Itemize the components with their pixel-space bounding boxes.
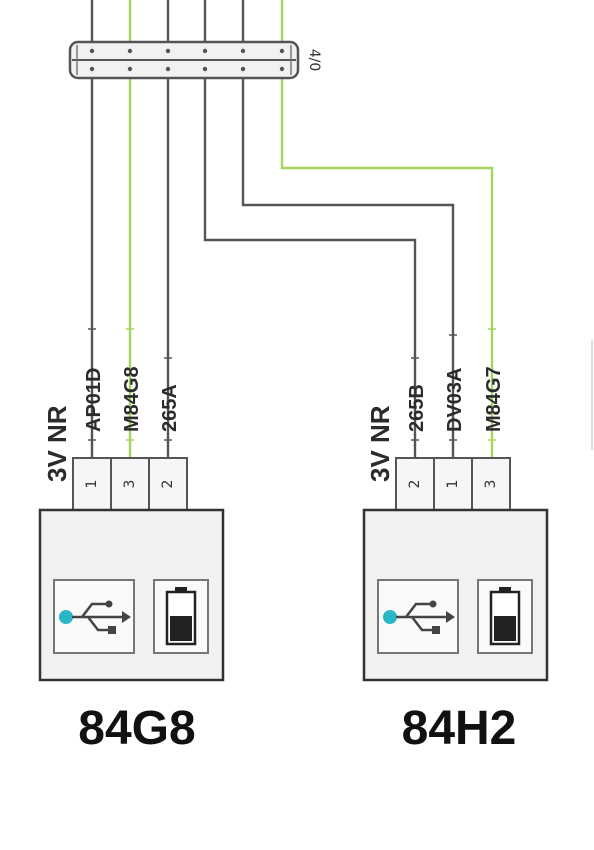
- supply-label: 3V NR: [42, 405, 72, 482]
- wire-label-m84g7: M84G7: [483, 366, 505, 432]
- module-label: 84H2: [402, 702, 517, 755]
- pin-number: 2: [407, 480, 423, 489]
- usb-icon: [377, 579, 459, 654]
- pin-number: 3: [483, 480, 499, 489]
- supply-label: 3V NR: [365, 405, 395, 482]
- module-84h2: 3V NR 265B DV03A M84G7 2 1 3: [362, 328, 549, 755]
- wire-dv03a: [241, 0, 455, 460]
- pin-number: 3: [122, 480, 138, 489]
- wire-m84g7: [280, 0, 494, 460]
- battery-icon: [477, 579, 533, 654]
- wire-label-265a: 265A: [159, 384, 181, 432]
- module-label: 84G8: [78, 702, 195, 755]
- wire-label-ap01d: AP01D: [83, 368, 105, 432]
- module-84g8: 3V NR AP01D M84G8 265A 1 3 2: [38, 328, 225, 755]
- wire-label-m84g8: M84G8: [121, 366, 143, 432]
- wire-label-265b: 265B: [406, 384, 428, 432]
- battery-icon: [153, 579, 209, 654]
- terminal-block-label: 4/0: [306, 49, 322, 72]
- wire-265b: [203, 0, 417, 460]
- connector-84g8: 1 3 2: [72, 457, 188, 511]
- connector-84h2: 2 1 3: [395, 457, 511, 511]
- pin-number: 2: [160, 480, 176, 489]
- pin-number: 1: [445, 480, 461, 489]
- terminal-block: 4/0: [68, 40, 322, 80]
- pin-number: 1: [84, 480, 100, 489]
- wire-label-dv03a: DV03A: [444, 368, 466, 432]
- usb-icon: [53, 579, 135, 654]
